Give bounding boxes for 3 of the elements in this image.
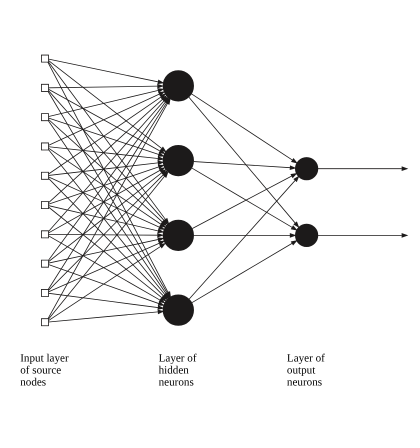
label: Layer of hidden neurons [158, 352, 197, 389]
label: Layer of output neurons [286, 352, 325, 389]
label: Input layer of source nodes [20, 352, 69, 389]
